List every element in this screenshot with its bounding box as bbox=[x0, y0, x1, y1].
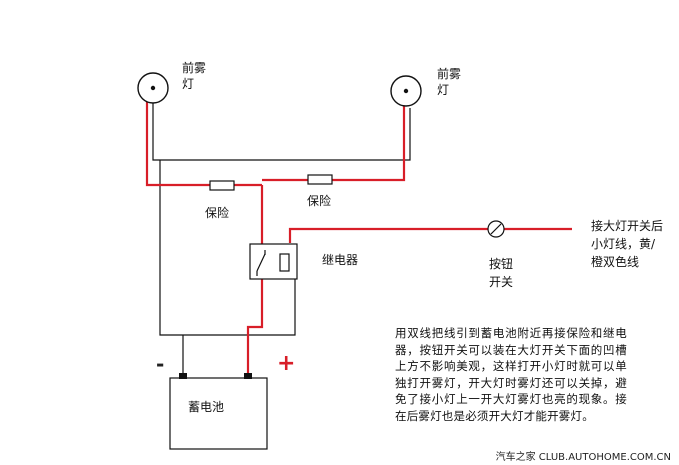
fuse-right-label: 保险 bbox=[307, 194, 332, 208]
ground-wire-left-lamp bbox=[152, 95, 411, 161]
red-wire-relay-feed bbox=[246, 185, 264, 378]
fog-lamp-left-symbol bbox=[137, 72, 169, 104]
instruction-note: 用双线把线引到蓄电池附近再接保险和继电器，按钮开关可以装在大灯开关下面的凹槽上方… bbox=[395, 326, 627, 423]
switch-label: 按钮开关 bbox=[489, 257, 514, 289]
push-switch-symbol bbox=[487, 220, 505, 238]
negative-terminal-label: - bbox=[156, 352, 165, 376]
positive-terminal-label: + bbox=[277, 351, 296, 376]
relay-label: 继电器 bbox=[322, 253, 359, 267]
ground-wires bbox=[152, 95, 411, 378]
red-wire-right-lamp bbox=[332, 106, 406, 182]
red-wire-headlight bbox=[288, 227, 488, 243]
fuse-right-symbol bbox=[307, 174, 333, 185]
red-wire-left-lamp bbox=[145, 100, 210, 187]
headlight-wire-label: 接大灯开关后小灯线，黄/橙双色线 bbox=[591, 219, 664, 269]
ground-wire-main bbox=[159, 160, 296, 336]
fog-lamp-right-symbol bbox=[390, 75, 422, 107]
battery-symbol bbox=[169, 373, 268, 450]
fog-lamp-left-label: 前雾灯 bbox=[182, 61, 207, 91]
fuse-left-symbol bbox=[209, 180, 235, 191]
fog-lamp-right-label: 前雾灯 bbox=[437, 67, 462, 97]
fuse-left-label: 保险 bbox=[205, 206, 230, 220]
watermark: 汽车之家 CLUB.AUTOHOME.COM.CN bbox=[495, 452, 671, 463]
battery-label: 蓄电池 bbox=[188, 400, 225, 414]
relay-symbol bbox=[249, 243, 298, 280]
